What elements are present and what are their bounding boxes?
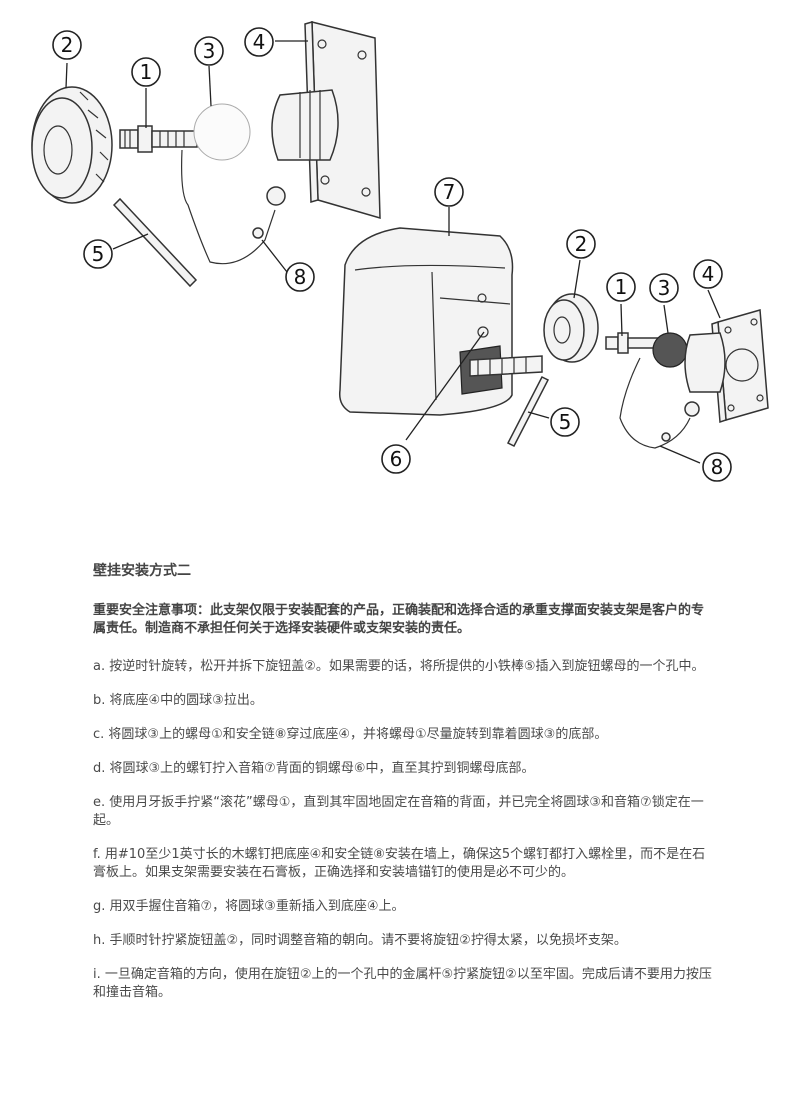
step-e: e. 使用月牙扳手拧紧“滚花”螺母①，直到其牢固地固定在音箱的背面，并已完全将圆… [93,795,704,828]
section-title: 壁挂安装方式二 [93,563,191,579]
svg-text:5: 5 [559,410,572,434]
callout-2-right: 2 [566,229,596,259]
svg-text:7: 7 [443,180,456,204]
step-b: b. 将底座④中的圆球③拉出。 [93,693,263,708]
step-h: h. 手顺时针拧紧旋钮盖②，同时调整音箱的朝向。请不要将旋钮②拧得太紧，以免损坏… [93,933,627,948]
safety-warning: 重要安全注意事项：此支架仅限于安装配套的产品，正确装配和选择合适的承重支撑面安装… [93,603,705,636]
callout-3-top: 3 [194,36,224,66]
svg-text:5: 5 [92,242,105,266]
step-a: a. 按逆时针旋转，松开并拆下旋钮盖②。如果需要的话，将所提供的小铁棒⑤插入到旋… [93,659,705,674]
nut-bolt-right [605,332,659,354]
svg-text:3: 3 [658,276,671,300]
callout-1-right: 1 [606,272,636,302]
svg-text:3: 3 [203,39,216,63]
rod-right [506,375,550,448]
callout-8-top: 8 [285,262,315,292]
mounting-diagram: 2 1 3 4 5 8 7 2 1 3 4 5 6 8 [31,21,769,482]
callout-5-top: 5 [83,239,113,269]
svg-text:2: 2 [575,232,588,256]
base-plate-right [684,309,769,424]
callout-6: 6 [381,444,411,474]
callout-1-top: 1 [131,57,161,87]
instructions: 壁挂安装方式二 重要安全注意事项：此支架仅限于安装配套的产品，正确装配和选择合适… [93,562,713,1018]
callout-4-top: 4 [244,27,274,57]
step-c: c. 将圆球③上的螺母①和安全链⑧穿过底座④，并将螺母①尽量旋转到靠着圆球③的底… [93,727,608,742]
callout-7: 7 [434,177,464,207]
svg-text:4: 4 [702,262,715,286]
base-plate-top [271,21,381,220]
nut-bolt-top [119,125,198,153]
rod-top [112,197,198,288]
chain-top [181,149,286,265]
ball-right [652,332,688,368]
chain-right [619,357,700,449]
step-i: i. 一旦确定音箱的方向，使用在旋钮②上的一个孔中的金属杆⑤拧紧旋钮②以至牢固。… [93,967,712,1000]
svg-text:8: 8 [711,455,724,479]
svg-text:4: 4 [253,30,266,54]
step-d: d. 将圆球③上的螺钉拧入音箱⑦背面的铜螺母⑥中，直至其拧到铜螺母底部。 [93,761,535,776]
svg-text:1: 1 [140,60,153,84]
step-f: f. 用#10至少1英寸长的木螺钉把底座④和安全链⑧安装在墙上，确保这5个螺钉都… [93,847,706,880]
callout-5-right: 5 [550,407,580,437]
callout-4-right: 4 [693,259,723,289]
ball-top [193,103,251,161]
knob-cap-right [543,293,599,363]
svg-text:1: 1 [615,275,628,299]
step-g: g. 用双手握住音箱⑦，将圆球③重新插入到底座④上。 [93,899,405,914]
callout-2-top: 2 [52,30,82,60]
callout-8-right: 8 [702,452,732,482]
svg-text:2: 2 [61,33,74,57]
speaker-box [338,227,543,416]
svg-text:6: 6 [390,447,403,471]
svg-text:8: 8 [294,265,307,289]
knob-cap-top [31,86,113,204]
callout-3-right: 3 [649,273,679,303]
